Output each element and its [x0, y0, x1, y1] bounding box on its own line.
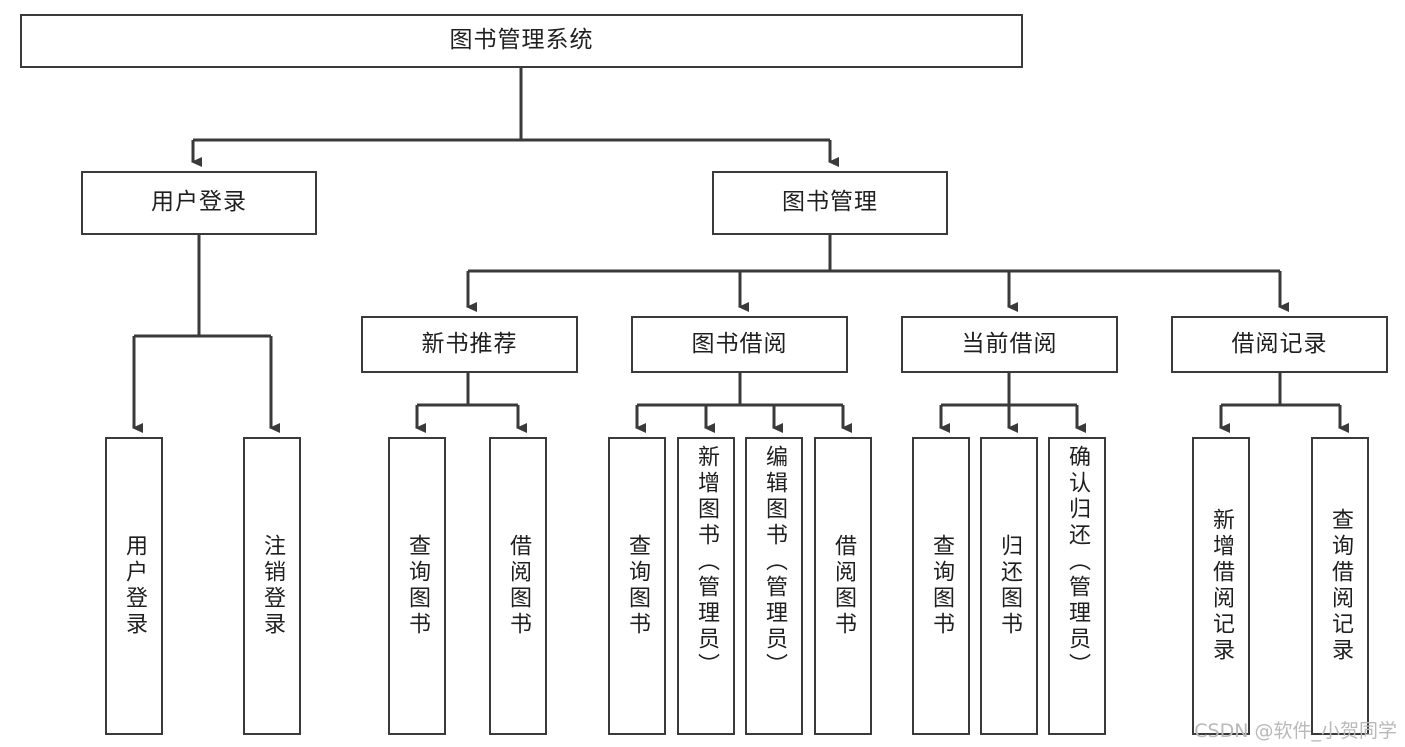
- leaf-borrow-borrow-book[interactable]: 借阅图书: [814, 437, 872, 735]
- node-label: 借阅记录: [1231, 330, 1328, 357]
- node-label: 图书管理: [782, 189, 878, 216]
- node-label: 编辑图书（管理员）: [762, 445, 787, 679]
- node-label: 注销登录: [260, 534, 285, 638]
- node-label: 查询借阅记录: [1328, 508, 1353, 664]
- node-book-management[interactable]: 图书管理: [712, 171, 948, 235]
- node-user-login[interactable]: 用户登录: [81, 171, 317, 235]
- node-label: 查询图书: [625, 534, 650, 638]
- node-label: 查询图书: [929, 534, 954, 638]
- node-label: 新增图书（管理员）: [694, 445, 719, 679]
- leaf-borrow-query-book[interactable]: 查询图书: [608, 437, 666, 735]
- node-label: 图书管理系统: [449, 27, 594, 54]
- node-label: 当前借阅: [961, 330, 1058, 357]
- node-label: 图书借阅: [691, 330, 788, 357]
- leaf-recommend-borrow-book[interactable]: 借阅图书: [489, 437, 547, 735]
- node-label: 新增借阅记录: [1209, 508, 1234, 664]
- watermark-text: CSDN @软件_小贺同学: [1194, 720, 1397, 742]
- leaf-current-query-book[interactable]: 查询图书: [912, 437, 970, 735]
- node-label: 用户登录: [151, 189, 247, 216]
- leaf-recommend-query-book[interactable]: 查询图书: [388, 437, 446, 735]
- node-root-system[interactable]: 图书管理系统: [20, 14, 1023, 68]
- leaf-current-confirm-return-admin[interactable]: 确认归还（管理员）: [1048, 437, 1106, 735]
- node-label: 用户登录: [122, 534, 147, 638]
- leaf-record-query-record[interactable]: 查询借阅记录: [1311, 437, 1369, 735]
- leaf-borrow-edit-book-admin[interactable]: 编辑图书（管理员）: [745, 437, 803, 735]
- node-new-book-recommend[interactable]: 新书推荐: [361, 316, 578, 373]
- node-label: 查询图书: [405, 534, 430, 638]
- node-label: 借阅图书: [506, 534, 531, 638]
- node-book-borrow[interactable]: 图书借阅: [631, 316, 848, 373]
- node-label: 借阅图书: [831, 534, 856, 638]
- leaf-borrow-add-book-admin[interactable]: 新增图书（管理员）: [677, 437, 735, 735]
- leaf-record-add-record[interactable]: 新增借阅记录: [1192, 437, 1250, 735]
- leaf-user-login-logout[interactable]: 注销登录: [243, 437, 301, 735]
- node-label: 新书推荐: [421, 330, 518, 357]
- node-current-borrow[interactable]: 当前借阅: [901, 316, 1118, 373]
- leaf-current-return-book[interactable]: 归还图书: [980, 437, 1038, 735]
- node-borrow-record[interactable]: 借阅记录: [1171, 316, 1388, 373]
- node-label: 归还图书: [997, 534, 1022, 638]
- leaf-user-login-login[interactable]: 用户登录: [105, 437, 163, 735]
- node-label: 确认归还（管理员）: [1065, 445, 1090, 679]
